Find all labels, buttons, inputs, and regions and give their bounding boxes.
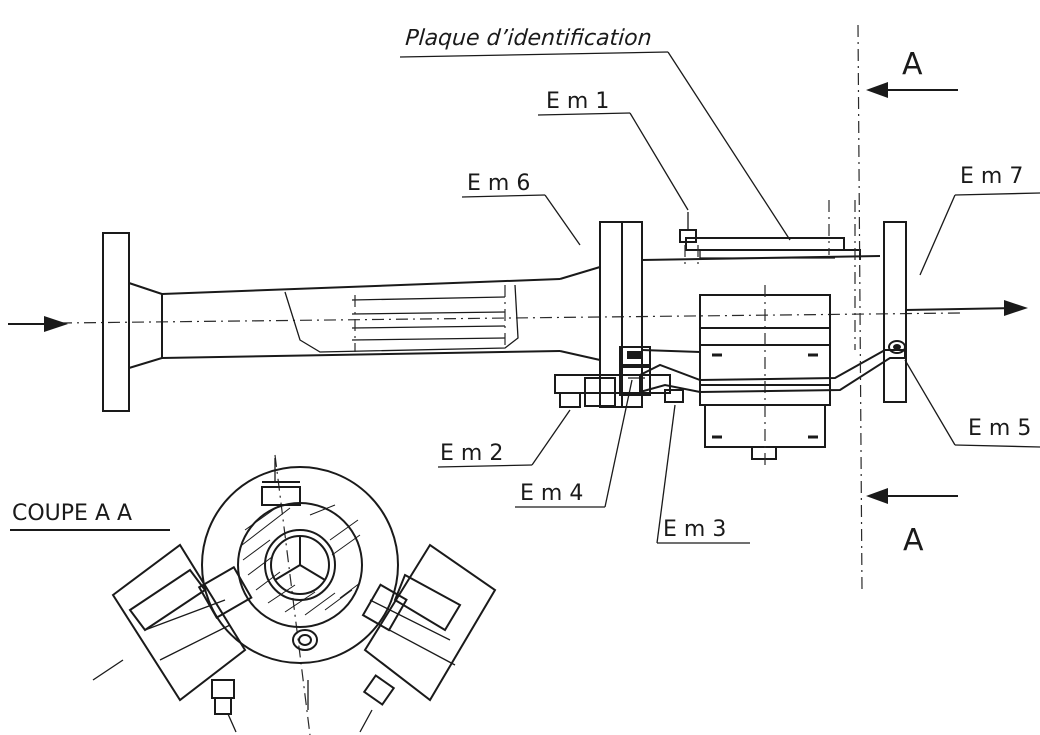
section-left-transmitter	[92, 543, 253, 733]
label-em6: E m 6	[467, 171, 530, 196]
transmitter-housing	[699, 200, 856, 470]
lower-fittings	[554, 364, 684, 408]
outlet-cone	[559, 266, 601, 361]
inlet-cone	[128, 282, 163, 369]
leader-lines	[399, 51, 1040, 544]
outlet-flow-arrow	[904, 300, 1028, 316]
label-em7: E m 7	[960, 164, 1023, 189]
label-em1: E m 1	[546, 89, 609, 114]
label-em2: E m 2	[440, 441, 503, 466]
outlet-flange	[883, 221, 907, 403]
measuring-tube	[161, 278, 561, 359]
main-center-line	[59, 312, 961, 324]
section-line-aa	[857, 24, 958, 591]
label-section-a-bottom: A	[903, 523, 924, 558]
section-hatching	[241, 504, 361, 616]
section-view-aa	[92, 454, 497, 735]
section-flange-disc	[201, 466, 399, 664]
label-em3: E m 3	[663, 517, 726, 542]
meter-body	[641, 237, 881, 353]
support-bracket	[619, 340, 906, 394]
section-right-transmitter	[359, 543, 497, 733]
inlet-flange	[102, 232, 130, 412]
top-tap-screw	[679, 212, 697, 243]
label-em5: E m 5	[968, 416, 1031, 441]
label-section-a-top: A	[902, 47, 923, 82]
label-plaque: Plaque d’identification	[404, 26, 652, 51]
elevation-view	[8, 24, 1040, 591]
label-em4: E m 4	[520, 481, 583, 506]
inlet-flow-arrow	[8, 316, 68, 332]
middle-flange-right	[621, 221, 643, 408]
middle-flange-left	[599, 221, 623, 408]
label-coupe-aa: COUPE A A	[12, 501, 132, 526]
